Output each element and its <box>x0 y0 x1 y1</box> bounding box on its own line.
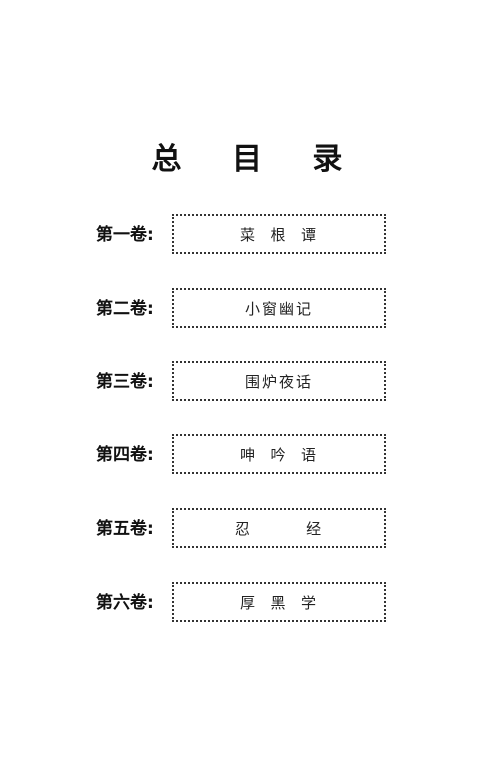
book-title: 厚 黑 学 <box>239 593 319 612</box>
volume-label: 第三卷: <box>96 372 154 392</box>
volume-label: 第四卷: <box>96 445 154 465</box>
book-title: 小窗幽记 <box>244 299 313 318</box>
toc-row-volume-5: 第五卷: 忍 经 <box>0 508 504 552</box>
toc-row-volume-4: 第四卷: 呻 吟 语 <box>0 434 504 478</box>
book-title-box: 厚 黑 学 <box>172 582 386 622</box>
page-title: 总 目 录 <box>151 142 363 177</box>
book-title: 围炉夜话 <box>244 372 313 391</box>
book-title: 菜 根 谭 <box>239 225 319 244</box>
book-title: 呻 吟 语 <box>239 445 319 464</box>
book-title-box: 小窗幽记 <box>172 288 386 328</box>
book-title-box: 围炉夜话 <box>172 361 386 401</box>
book-title-box: 忍 经 <box>172 508 386 548</box>
book-title-box: 菜 根 谭 <box>172 214 386 254</box>
toc-row-volume-3: 第三卷: 围炉夜话 <box>0 361 504 405</box>
volume-label: 第五卷: <box>96 519 154 539</box>
volume-label: 第一卷: <box>96 225 154 245</box>
volume-label: 第二卷: <box>96 299 154 319</box>
toc-row-volume-6: 第六卷: 厚 黑 学 <box>0 582 504 626</box>
toc-row-volume-2: 第二卷: 小窗幽记 <box>0 288 504 332</box>
volume-label: 第六卷: <box>96 593 154 613</box>
toc-row-volume-1: 第一卷: 菜 根 谭 <box>0 214 504 258</box>
book-title-box: 呻 吟 语 <box>172 434 386 474</box>
book-title: 忍 经 <box>234 519 324 538</box>
